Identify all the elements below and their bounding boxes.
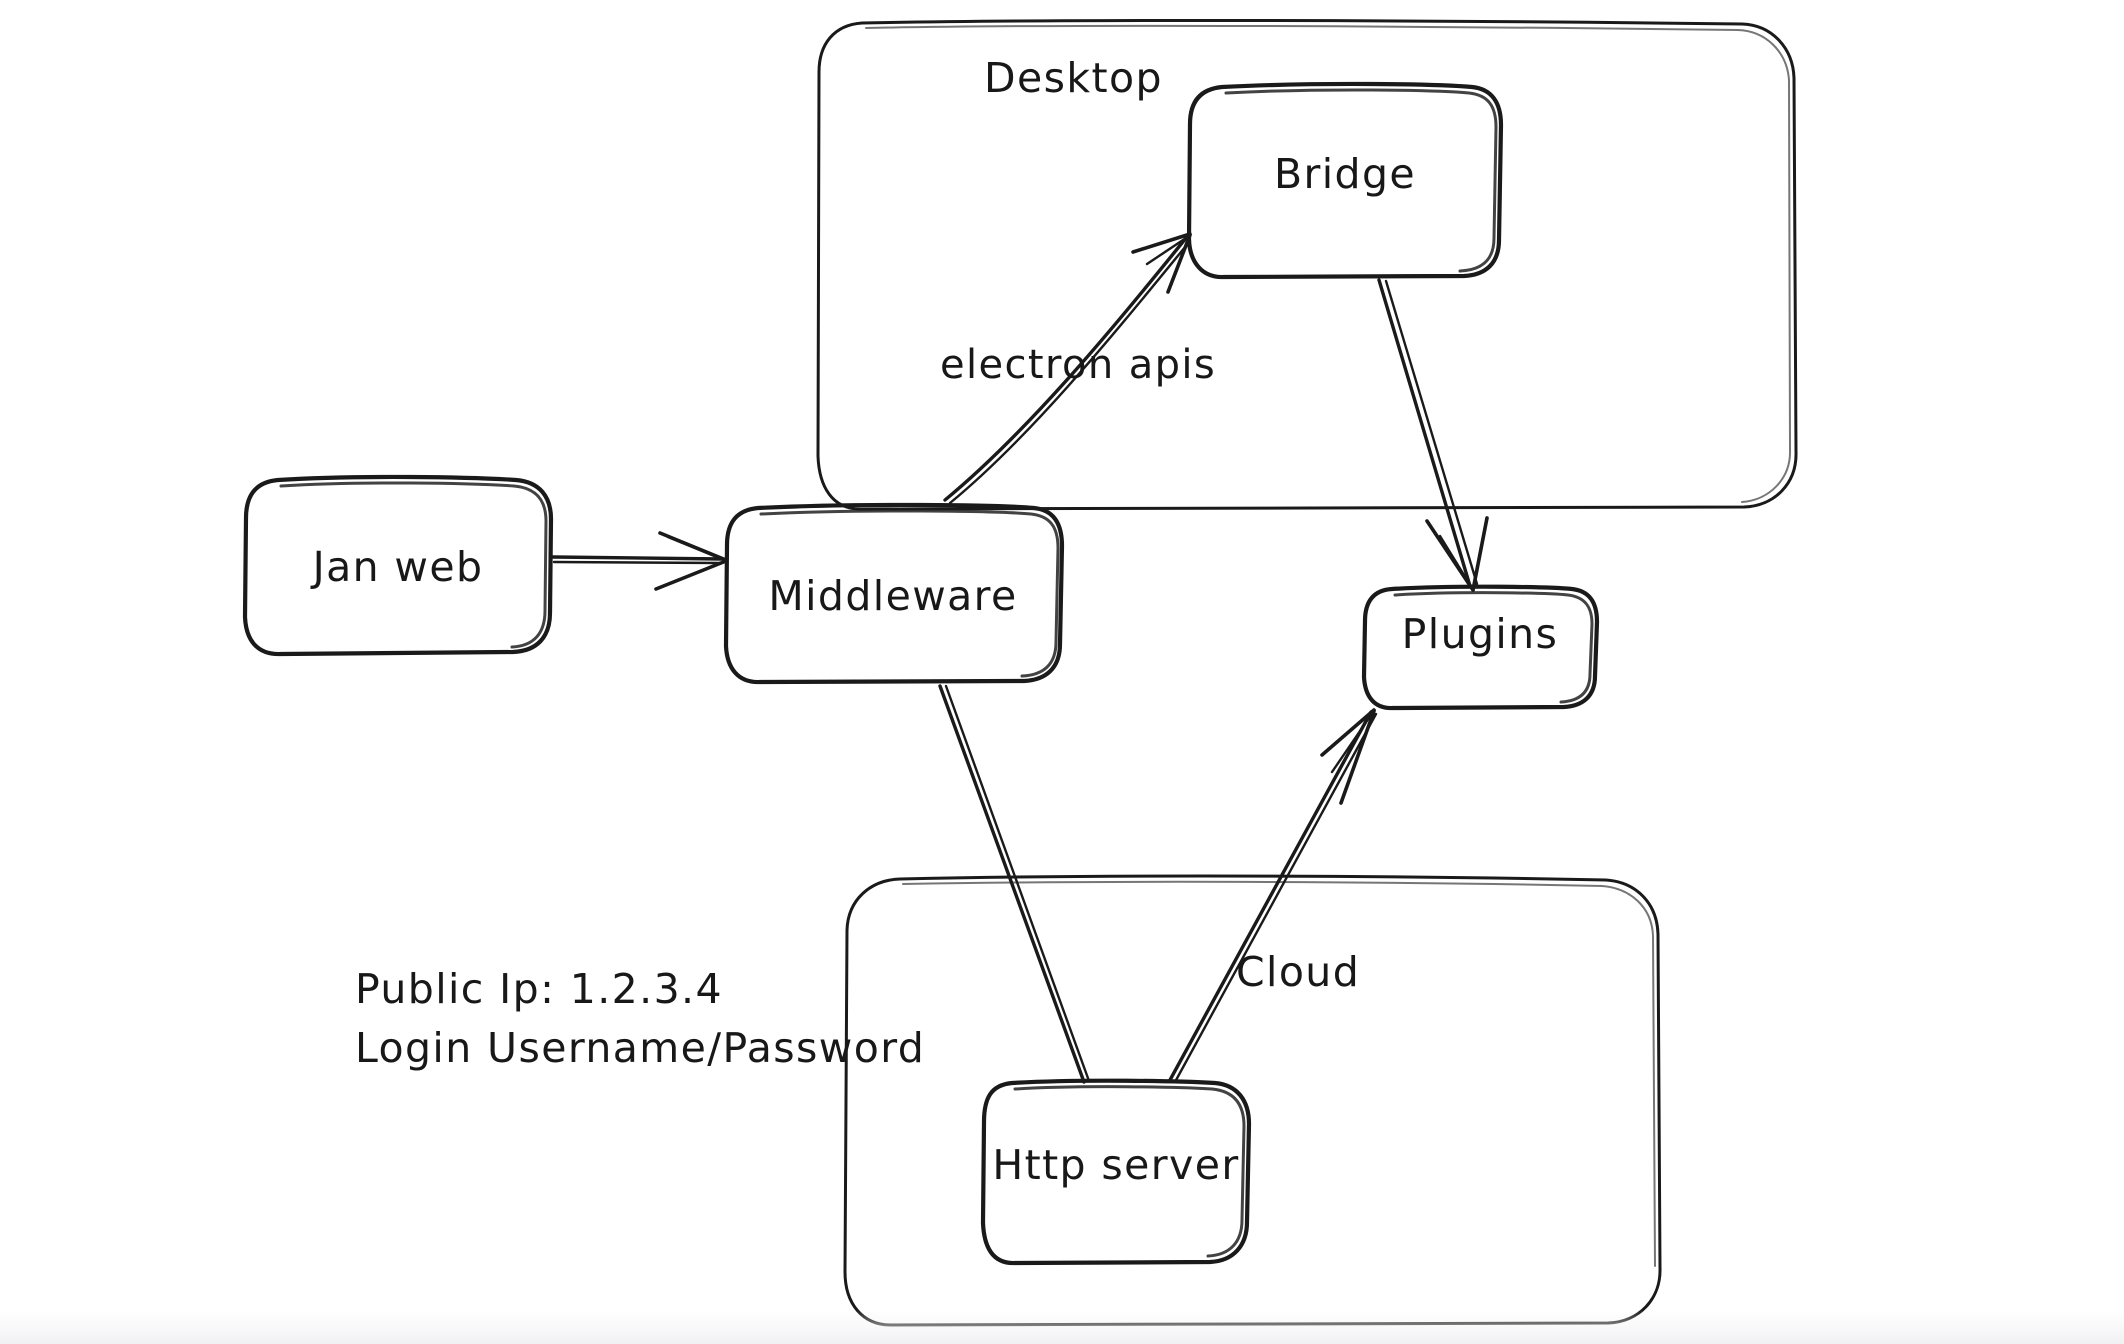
edge-middleware-to-http-server	[938, 684, 1091, 1084]
node-label-jan-web: Jan web	[310, 543, 484, 591]
node-bridge[interactable]: Bridge	[1186, 81, 1504, 280]
node-plugins[interactable]: Plugins	[1361, 584, 1600, 711]
note-public-ip: Public Ip: 1.2.3.4	[355, 965, 723, 1013]
edge-jan-web-to-middleware	[551, 531, 728, 591]
note-login: Login Username/Password	[355, 1024, 925, 1072]
group-label-cloud: Cloud	[1236, 948, 1360, 996]
node-label-bridge: Bridge	[1274, 150, 1416, 198]
edge-bridge-to-plugins	[1377, 278, 1489, 592]
group-label-desktop: Desktop	[984, 54, 1163, 102]
node-label-http-server: Http server	[992, 1141, 1239, 1189]
node-http-server[interactable]: Http server	[980, 1078, 1252, 1266]
group-cloud	[843, 874, 1662, 1327]
group-desktop	[816, 18, 1798, 511]
node-label-plugins: Plugins	[1402, 610, 1559, 658]
edge-middleware-to-bridge: electron apis	[940, 232, 1216, 505]
edge-label-electron-apis: electron apis	[940, 342, 1216, 388]
node-label-middleware: Middleware	[768, 572, 1017, 620]
node-jan-web[interactable]: Jan web	[242, 474, 554, 657]
edge-http-server-to-plugins	[1168, 708, 1378, 1084]
notes-block: Public Ip: 1.2.3.4 Login Username/Passwo…	[355, 965, 925, 1072]
node-middleware[interactable]: Middleware	[723, 502, 1065, 685]
